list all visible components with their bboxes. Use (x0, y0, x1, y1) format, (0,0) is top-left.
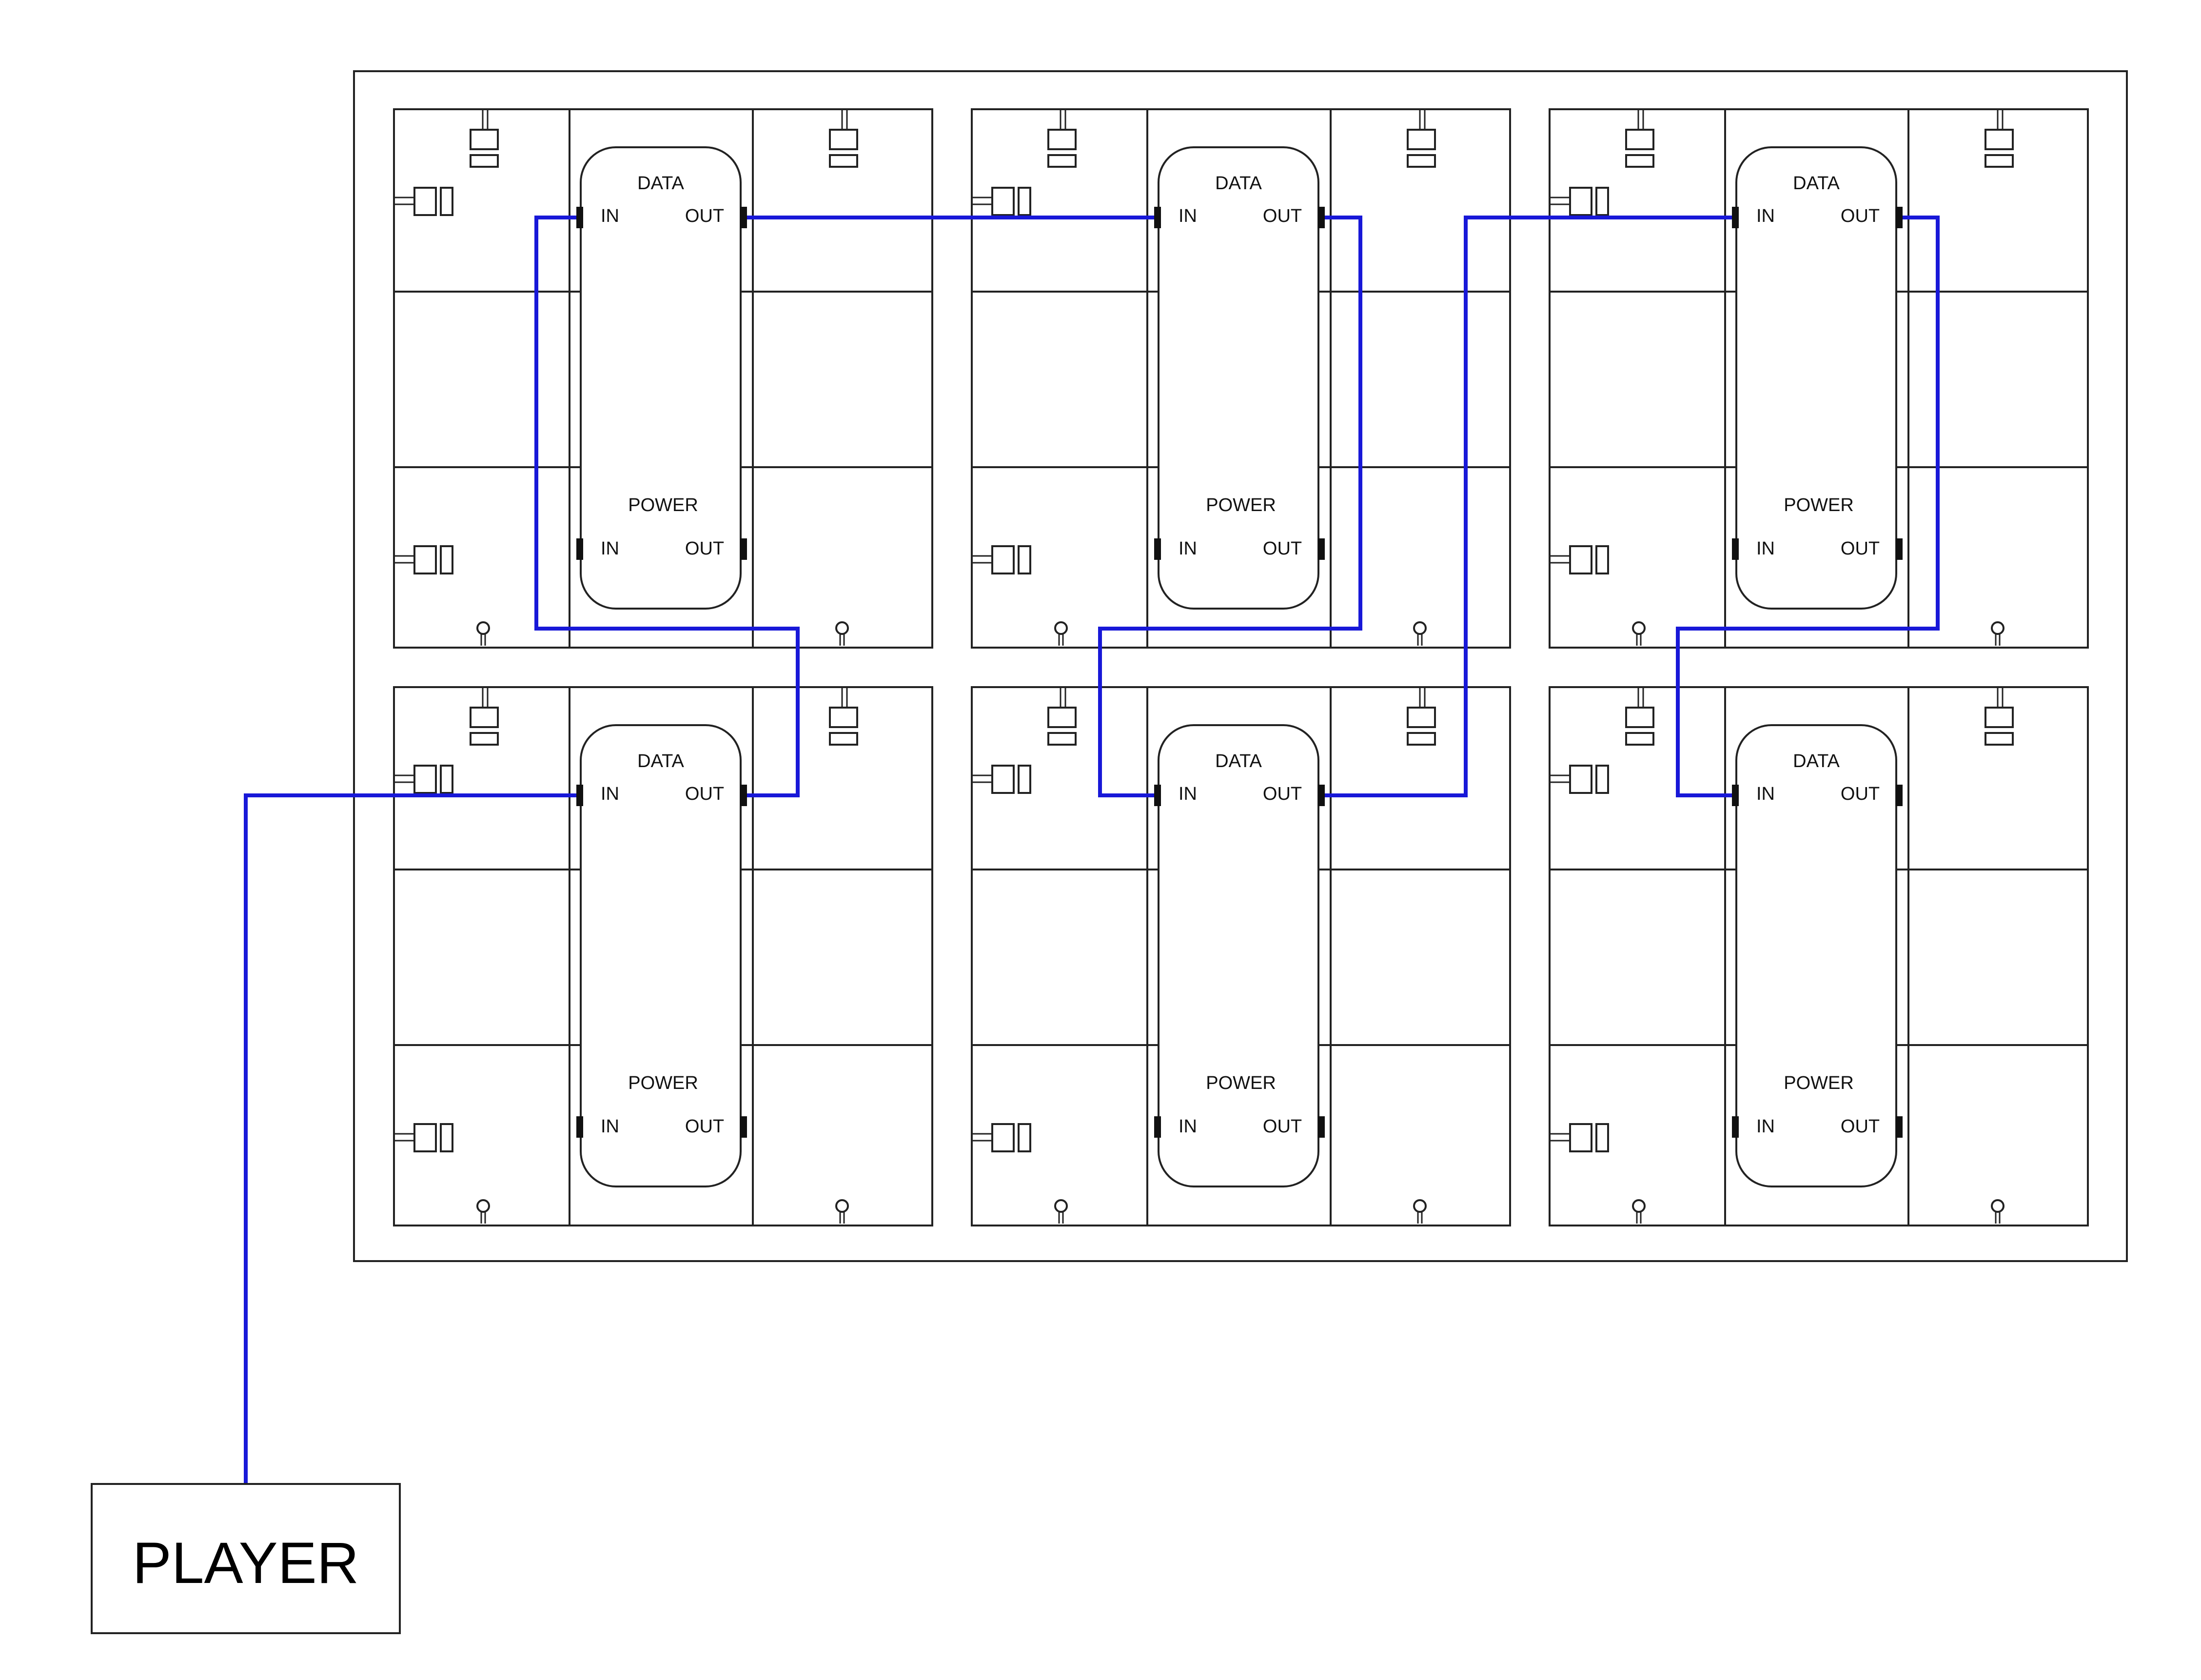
power-in-label: IN (1756, 1116, 1775, 1137)
port-connector (1732, 207, 1739, 228)
data-in-label: IN (601, 784, 619, 804)
data-label: DATA (637, 751, 684, 771)
port-connector (740, 207, 747, 228)
cabinet-top-middle: DATA IN OUT POWER IN OUT (971, 108, 1511, 649)
receiving-module: DATA IN OUT POWER IN OUT (1732, 724, 1903, 1187)
player-box-frame (91, 1483, 401, 1634)
port-connector (740, 1116, 747, 1138)
cabinet-top-left: DATA IN OUT POWER IN OUT (393, 108, 933, 649)
port-connector (1732, 785, 1739, 806)
port-connector (740, 538, 747, 560)
power-label: POWER (1206, 495, 1276, 515)
data-label: DATA (1215, 173, 1262, 194)
port-connector (1318, 785, 1325, 806)
port-connector (1896, 1116, 1903, 1138)
mounting-hardware (1551, 688, 2014, 1224)
receiving-module: DATA IN OUT POWER IN OUT (1732, 146, 1903, 610)
data-out-label: OUT (1841, 784, 1880, 804)
port-connector (576, 207, 583, 228)
power-out-label: OUT (685, 538, 724, 559)
data-in-label: IN (1179, 784, 1197, 804)
port-connector (1318, 538, 1325, 560)
mounting-hardware (395, 688, 858, 1224)
port-connector (1896, 207, 1903, 228)
receiving-module: DATA IN OUT POWER IN OUT (576, 724, 747, 1187)
data-out-label: OUT (685, 784, 724, 804)
cabinet-bottom-right: DATA IN OUT POWER IN OUT (1549, 686, 2089, 1226)
data-out-label: OUT (1841, 206, 1880, 226)
mounting-hardware (973, 110, 1436, 646)
power-out-label: OUT (1841, 1116, 1880, 1137)
port-connector (1732, 538, 1739, 560)
data-label: DATA (1793, 751, 1840, 771)
power-in-label: IN (1756, 538, 1775, 559)
data-cable (244, 216, 1940, 1484)
data-in-label: IN (1756, 206, 1775, 226)
port-connector (1732, 1116, 1739, 1138)
power-label: POWER (628, 495, 698, 515)
cabinet-top-right: DATA IN OUT POWER IN OUT (1549, 108, 2089, 649)
port-connector (1318, 207, 1325, 228)
power-out-label: OUT (685, 1116, 724, 1137)
port-connector (1154, 207, 1161, 228)
port-connector (1896, 785, 1903, 806)
port-connector (1154, 538, 1161, 560)
data-out-label: OUT (1263, 784, 1302, 804)
data-in-label: IN (601, 206, 619, 226)
power-label: POWER (1784, 495, 1854, 515)
port-connector (576, 785, 583, 806)
port-connector (576, 538, 583, 560)
port-connector (1154, 1116, 1161, 1138)
receiving-module: DATA IN OUT POWER IN OUT (1154, 724, 1325, 1187)
mounting-hardware (395, 110, 858, 646)
mounting-hardware (1551, 110, 2014, 646)
data-label: DATA (1793, 173, 1840, 194)
power-label: POWER (628, 1073, 698, 1093)
wall-frame (353, 70, 2128, 1262)
receiving-module: DATA IN OUT POWER IN OUT (1154, 146, 1325, 610)
port-connector (1896, 538, 1903, 560)
player-label: PLAYER (133, 1530, 359, 1596)
power-in-label: IN (1179, 538, 1197, 559)
data-label: DATA (1215, 751, 1262, 771)
power-out-label: OUT (1263, 538, 1302, 559)
data-out-label: OUT (1263, 206, 1302, 226)
player-box: PLAYER (91, 1483, 401, 1634)
data-out-label: OUT (685, 206, 724, 226)
power-in-label: IN (1179, 1116, 1197, 1137)
power-in-label: IN (601, 1116, 619, 1137)
power-label: POWER (1784, 1073, 1854, 1093)
cabinet-bottom-middle: DATA IN OUT POWER IN OUT (971, 686, 1511, 1226)
mounting-hardware (973, 688, 1436, 1224)
power-label: POWER (1206, 1073, 1276, 1093)
port-connector (1154, 785, 1161, 806)
receiving-module: DATA IN OUT POWER IN OUT (576, 146, 747, 610)
power-out-label: OUT (1841, 538, 1880, 559)
port-connector (1318, 1116, 1325, 1138)
power-out-label: OUT (1263, 1116, 1302, 1137)
data-label: DATA (637, 173, 684, 194)
port-connector (740, 785, 747, 806)
cabinet-bottom-left: DATA IN OUT POWER IN OUT (393, 686, 933, 1226)
power-in-label: IN (601, 538, 619, 559)
data-in-label: IN (1756, 784, 1775, 804)
data-in-label: IN (1179, 206, 1197, 226)
port-connector (576, 1116, 583, 1138)
